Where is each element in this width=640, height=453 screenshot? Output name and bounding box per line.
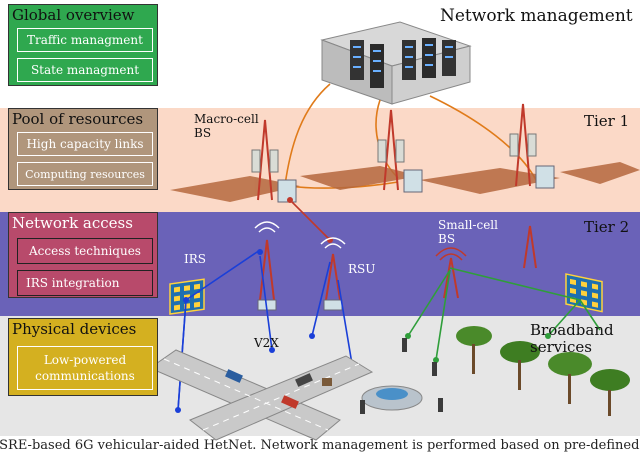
state-management-item: State managment bbox=[17, 58, 153, 82]
global-overview-panel bbox=[8, 4, 158, 86]
physical-devices-title: Physical devices bbox=[12, 320, 137, 338]
park-icon bbox=[456, 326, 630, 416]
tier2-label: Tier 2 bbox=[584, 218, 630, 236]
irs-integration-item: IRS integration bbox=[17, 270, 153, 296]
physical-devices-panel bbox=[8, 318, 158, 396]
pool-of-resources-title: Pool of resources bbox=[12, 110, 144, 128]
broadband-services-label: Broadband services bbox=[530, 321, 614, 356]
irs-panel-icon bbox=[169, 278, 205, 315]
network-access-panel bbox=[8, 212, 158, 298]
global-overview-title: Global overview bbox=[12, 6, 135, 24]
pool-of-resources-panel bbox=[8, 108, 158, 190]
network-access-title: Network access bbox=[12, 214, 133, 232]
page-title: Network management bbox=[440, 6, 633, 26]
vehicle-icon bbox=[225, 369, 313, 409]
road-intersection bbox=[148, 349, 374, 441]
traffic-management-item: Traffic managment bbox=[17, 28, 153, 52]
low-powered-communications-item: Low-powered communications bbox=[17, 346, 153, 390]
irs-label: IRS bbox=[184, 252, 206, 266]
data-center-icon bbox=[320, 21, 472, 105]
small-cell-bs-label: Small-cell BS bbox=[438, 218, 498, 246]
macro-cell-bs-label: Macro-cell BS bbox=[194, 112, 259, 140]
tier1-label: Tier 1 bbox=[584, 112, 630, 130]
high-capacity-links-item: High capacity links bbox=[17, 132, 153, 156]
rsu-label: RSU bbox=[348, 262, 376, 276]
v2x-label: V2X bbox=[254, 336, 279, 350]
computing-resources-item: Computing resources bbox=[17, 162, 153, 186]
access-techniques-item: Access techniques bbox=[17, 238, 153, 264]
